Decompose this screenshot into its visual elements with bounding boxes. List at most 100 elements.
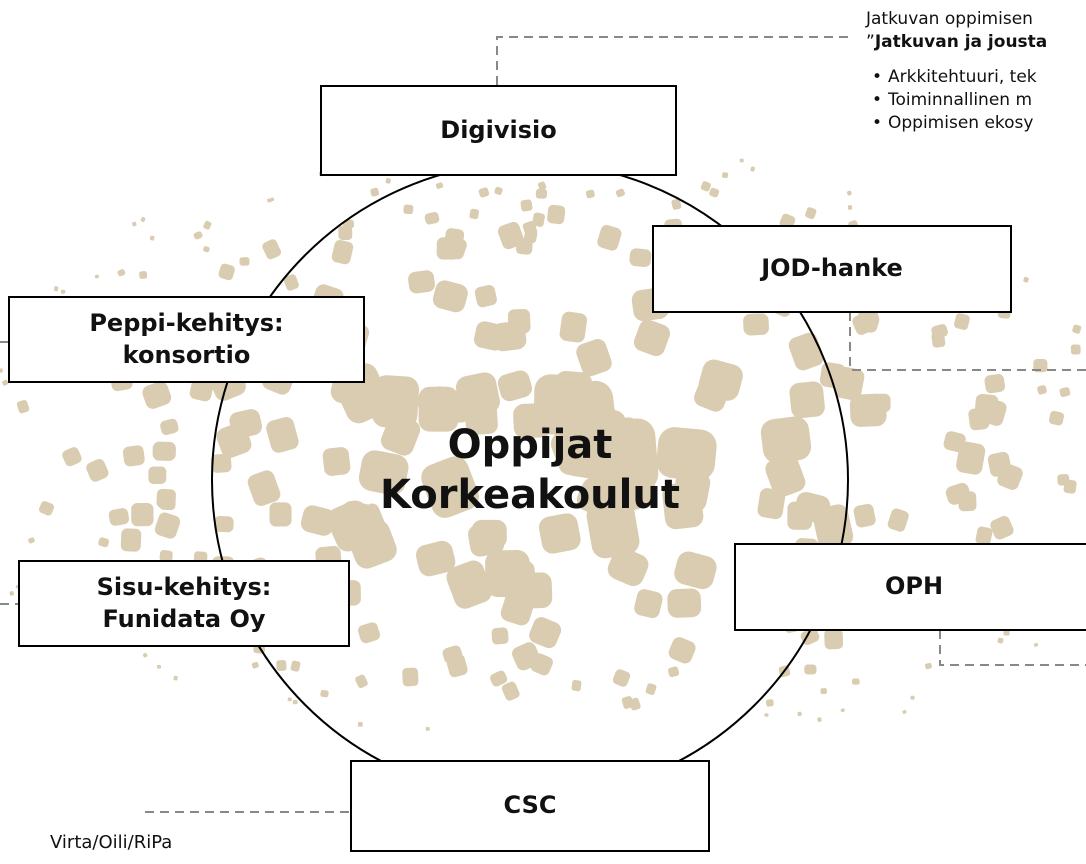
pattern-tile — [515, 572, 553, 609]
box-csc: CSC — [350, 760, 710, 852]
pattern-tile — [797, 711, 802, 717]
pattern-tile — [853, 503, 876, 528]
pattern-tile — [60, 289, 66, 294]
pattern-tile — [852, 312, 876, 335]
pattern-tile — [331, 239, 354, 265]
pattern-tile — [1048, 410, 1064, 426]
pattern-tile — [415, 540, 456, 577]
pattern-tile — [16, 399, 30, 414]
pattern-tile — [633, 319, 671, 357]
pattern-tile — [789, 381, 825, 419]
pattern-tile — [522, 221, 538, 237]
pattern-tile — [656, 427, 717, 481]
pattern-tile — [372, 375, 420, 429]
pattern-tile — [1070, 344, 1081, 355]
pattern-tile — [668, 666, 680, 678]
pattern-tile — [925, 662, 932, 670]
pattern-tile — [765, 454, 806, 498]
box-oph-label: OPH — [884, 572, 944, 601]
pattern-tile — [674, 551, 717, 590]
pattern-tile — [820, 688, 827, 695]
pattern-tile — [788, 332, 824, 371]
pattern-tile — [497, 370, 533, 402]
pattern-tile — [156, 488, 176, 509]
pattern-tile — [634, 589, 663, 619]
box-digivisio: Digivisio — [320, 85, 677, 176]
pattern-tile — [621, 696, 634, 709]
pattern-tile — [446, 654, 468, 678]
pattern-tile — [300, 505, 336, 536]
pattern-tile — [251, 661, 259, 669]
pattern-tile — [629, 248, 652, 268]
pattern-tile — [597, 225, 622, 251]
pattern-tile — [424, 211, 440, 225]
pattern-tile — [910, 695, 915, 700]
pattern-tile — [612, 669, 631, 687]
box-peppi: Peppi-kehitys: konsortio — [8, 296, 365, 383]
pattern-tile — [159, 550, 173, 562]
pattern-tile — [1037, 385, 1047, 395]
box-csc-label: CSC — [503, 791, 557, 820]
pattern-tile — [559, 311, 588, 343]
pattern-tile — [571, 679, 582, 692]
pattern-tile — [586, 498, 640, 559]
pattern-tile — [142, 381, 172, 409]
box-sisu-line1: Sisu-kehitys: — [96, 573, 272, 602]
pattern-tile — [62, 447, 82, 467]
pattern-tile — [1033, 358, 1048, 373]
pattern-tile — [193, 231, 203, 240]
pattern-tile — [954, 313, 970, 330]
pattern-tile — [117, 269, 126, 277]
connector-digivisio — [496, 36, 852, 85]
pattern-tile — [512, 642, 541, 671]
note-bullet: Oppimisen ekosy — [872, 112, 1047, 135]
pattern-tile — [53, 286, 59, 292]
pattern-tile — [290, 660, 301, 672]
pattern-tile — [338, 225, 353, 241]
pattern-tile — [322, 447, 351, 476]
pattern-tile — [667, 588, 702, 618]
pattern-tile — [743, 313, 769, 336]
pattern-tile — [671, 198, 682, 210]
pattern-tile — [122, 445, 145, 467]
connector-jod — [849, 312, 1086, 371]
pattern-tile — [425, 726, 430, 731]
pattern-tile — [385, 178, 391, 184]
pattern-tile — [292, 699, 298, 705]
pattern-tile — [320, 689, 329, 698]
pattern-tile — [765, 699, 774, 707]
pattern-tile — [824, 628, 844, 650]
pattern-tile — [591, 418, 659, 494]
pattern-tile — [847, 205, 853, 210]
pattern-tile — [435, 182, 444, 189]
pattern-tile — [645, 683, 657, 695]
pattern-tile — [469, 208, 479, 220]
pattern-tile — [990, 515, 1014, 540]
pattern-tile — [478, 187, 490, 198]
pattern-tile — [455, 372, 500, 417]
pattern-tile — [529, 617, 562, 649]
pattern-tile — [492, 321, 527, 352]
pattern-tile — [247, 470, 281, 506]
pattern-tile — [28, 537, 35, 544]
pattern-tile — [120, 528, 142, 552]
pattern-tile — [139, 271, 148, 279]
pattern-tile — [607, 547, 649, 587]
pattern-tile — [956, 441, 986, 475]
pattern-tile — [156, 664, 162, 669]
pattern-tile — [108, 508, 130, 526]
pattern-tile — [851, 678, 860, 685]
pattern-tile — [357, 721, 363, 727]
pattern-tile — [501, 681, 520, 701]
pattern-tile — [760, 416, 812, 464]
pattern-tile — [984, 374, 1006, 394]
pattern-tile — [533, 374, 591, 435]
pattern-tile — [287, 697, 292, 702]
pattern-tile — [39, 501, 55, 516]
pattern-tile — [131, 502, 154, 527]
pattern-tile — [421, 456, 479, 518]
pattern-tile — [262, 239, 282, 260]
box-jod-hanke: JOD-hanke — [652, 225, 1012, 313]
pattern-tile — [750, 166, 756, 172]
pattern-tile — [739, 158, 744, 163]
